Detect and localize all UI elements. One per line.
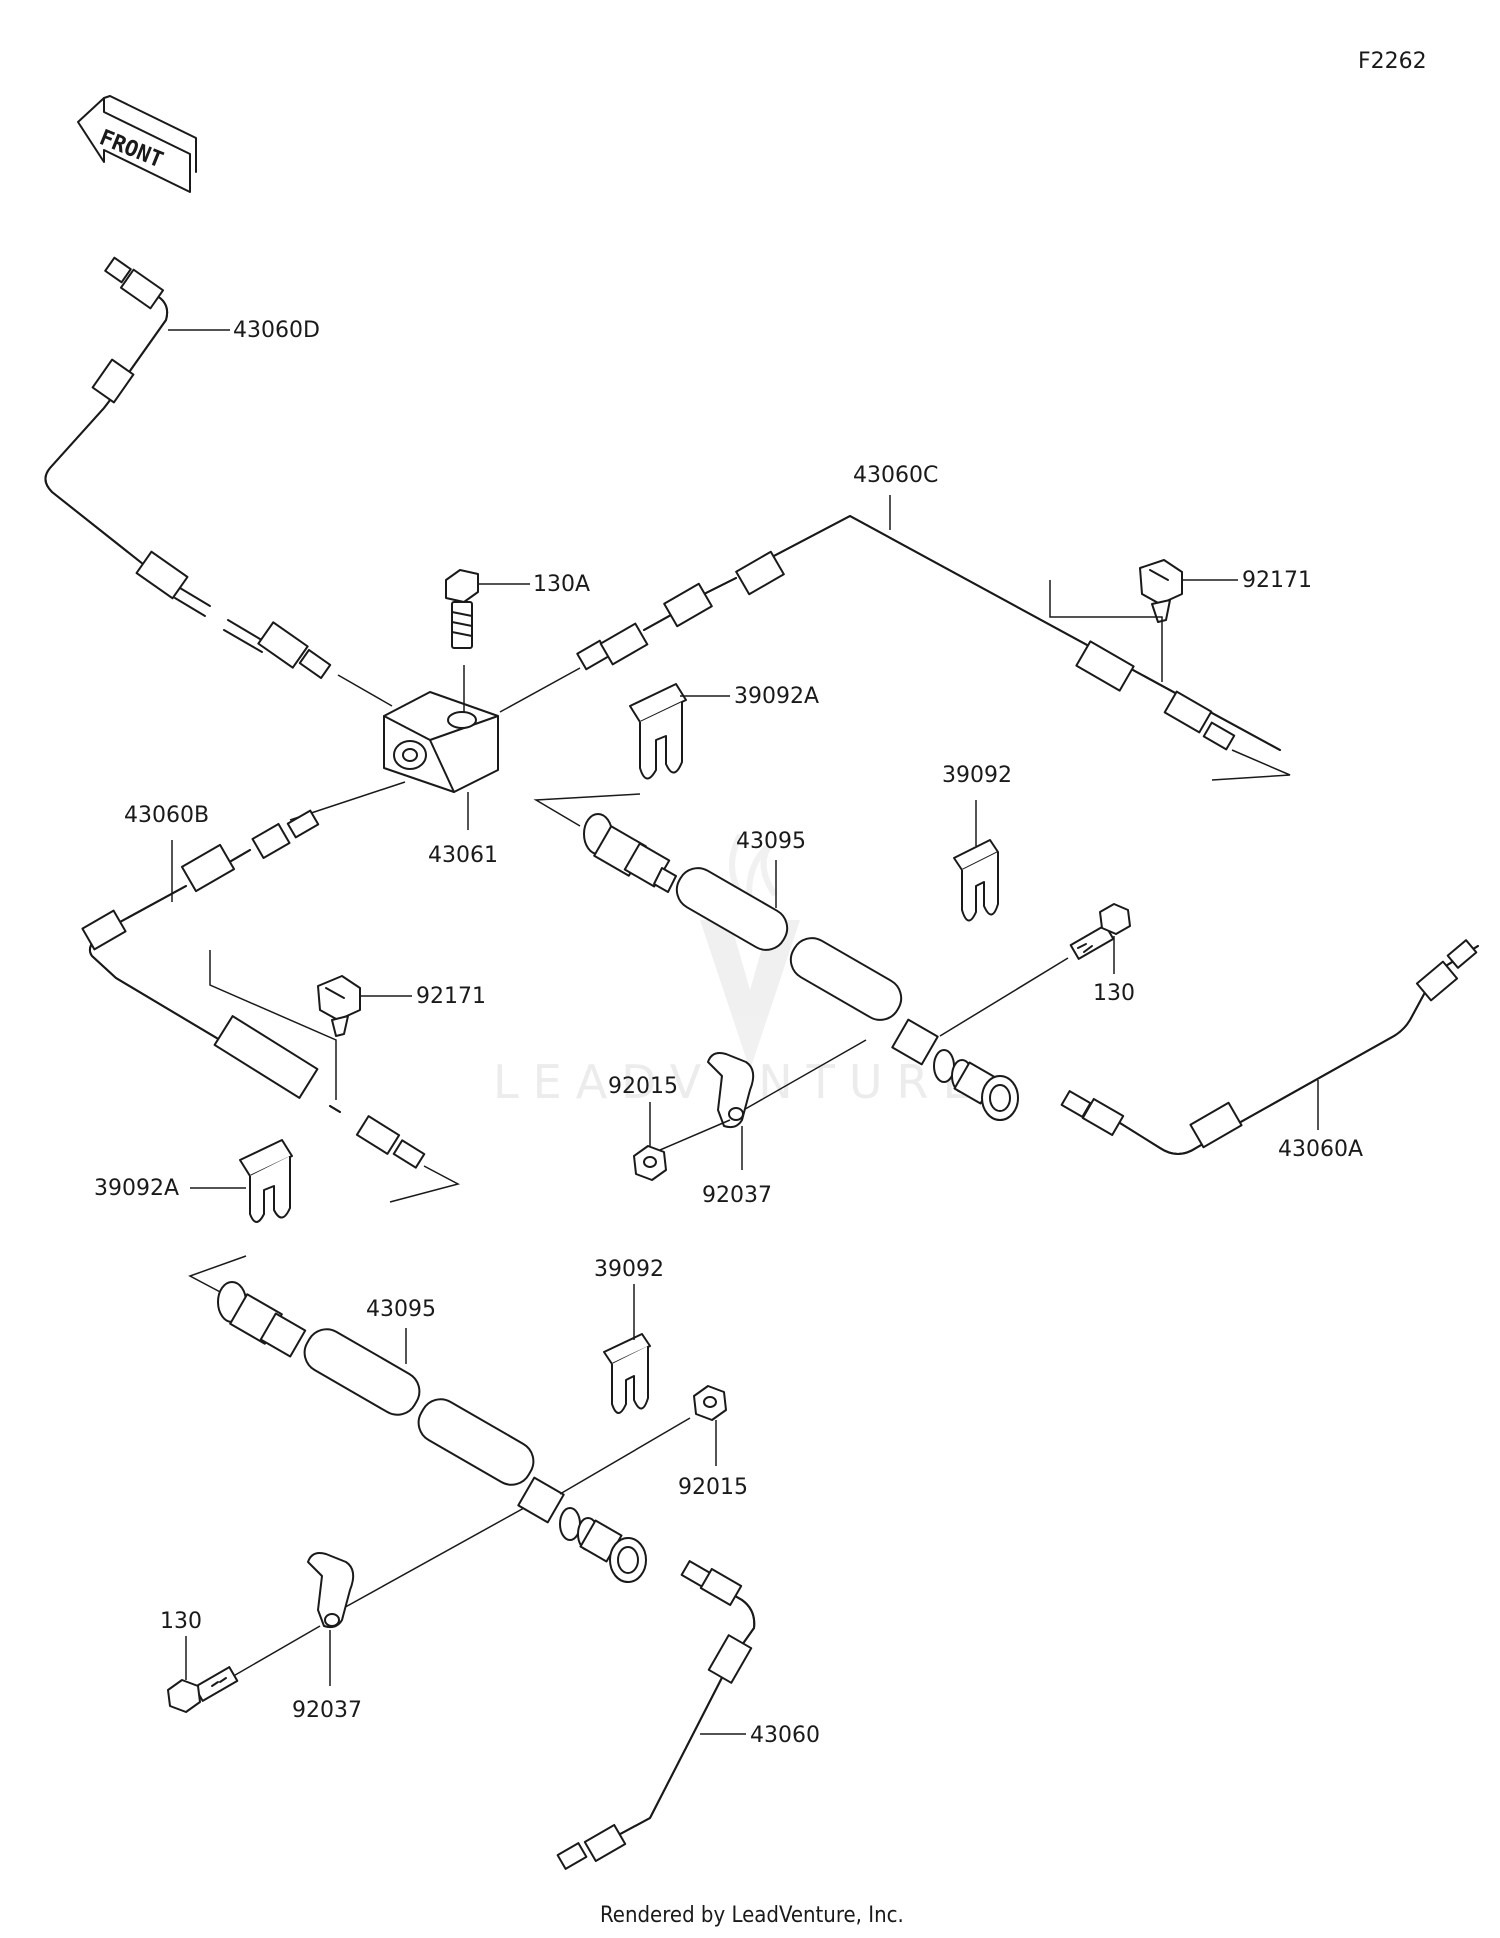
label-92015-upper: 92015 (608, 1074, 678, 1099)
label-39092a-lower: 39092A (94, 1176, 179, 1201)
clip-39092a-upper (629, 683, 730, 780)
bolt-130a (445, 569, 530, 712)
label-92171-lower: 92171 (416, 984, 486, 1009)
clamp-92037-lower (307, 1507, 525, 1686)
clip-92171-upper (1049, 559, 1238, 682)
brake-hose-43095-upper (533, 793, 1019, 1121)
brake-line-43060a (1060, 939, 1479, 1155)
label-43095-upper: 43095 (736, 829, 806, 854)
clip-39092-lower (603, 1284, 651, 1414)
label-92171-upper: 92171 (1242, 568, 1312, 593)
footer-credit: Rendered by LeadVenture, Inc. (600, 1903, 904, 1928)
label-92037-lower: 92037 (292, 1698, 362, 1723)
clip-39092-upper (953, 800, 999, 922)
label-39092-lower: 39092 (594, 1257, 664, 1282)
label-43061: 43061 (428, 843, 498, 868)
nut-92015-upper (633, 1102, 667, 1181)
label-130-upper: 130 (1093, 981, 1135, 1006)
label-92015-lower: 92015 (678, 1475, 748, 1500)
brake-line-43060b (81, 781, 461, 1203)
brake-line-43060 (556, 1560, 756, 1870)
label-39092-upper: 39092 (942, 763, 1012, 788)
label-43060d: 43060D (233, 318, 320, 343)
label-43060a: 43060A (1278, 1137, 1363, 1162)
brake-junction-block-43061 (383, 691, 499, 830)
bolt-130-lower (167, 1625, 321, 1713)
front-arrow-icon: FRONT (77, 95, 197, 193)
brake-line-43060d (44, 256, 332, 680)
label-130-lower: 130 (160, 1609, 202, 1634)
brake-line-43060c (499, 495, 1291, 781)
label-130a: 130A (533, 572, 590, 597)
brake-hose-43095-lower (188, 1255, 647, 1583)
label-43060c: 43060C (853, 463, 938, 488)
clip-92171-lower (209, 950, 412, 1100)
diagram-ref-number: F2262 (1358, 49, 1427, 74)
label-43060b: 43060B (124, 803, 209, 828)
label-43095-lower: 43095 (366, 1297, 436, 1322)
watermark-logo-icon (700, 833, 800, 1070)
label-92037-upper: 92037 (702, 1183, 772, 1208)
clip-39092a-lower (190, 1139, 293, 1223)
bolt-130-upper (939, 903, 1131, 1037)
nut-92015-lower (559, 1385, 727, 1495)
clamp-92037-upper (659, 1039, 867, 1170)
label-43060: 43060 (750, 1723, 820, 1748)
label-39092a-upper: 39092A (734, 684, 819, 709)
